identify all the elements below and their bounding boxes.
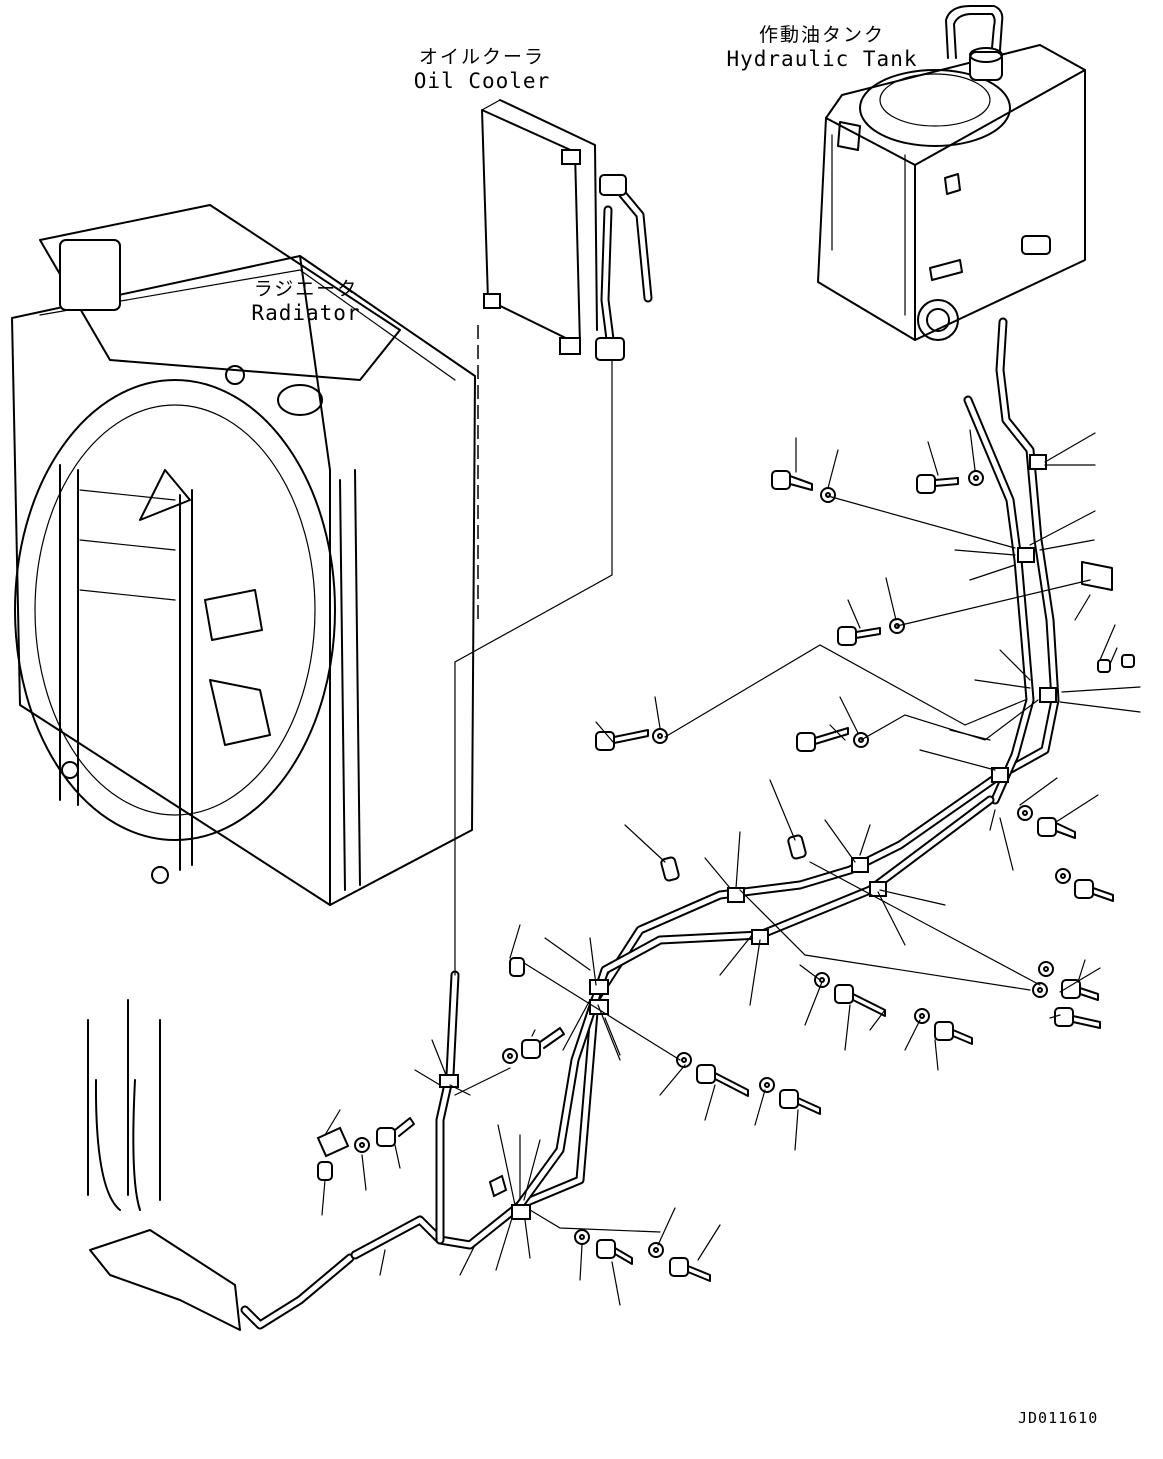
hose-routing [350,359,1113,1260]
radiator [11,204,476,1331]
leader-lines [321,429,1141,1306]
hydraulic-tank-label: 作動油タンク Hydraulic Tank [712,20,932,71]
oil-cooler-label-en: Oil Cooler [413,69,551,93]
oil-cooler [477,99,653,620]
radiator-label-jp: ラジエータ [253,278,359,300]
radiator-label: ラジエータ Radiator [236,274,376,325]
oil-cooler-label-jp: オイルクーラ [418,46,545,68]
drawing-id: JD011610 [1018,1409,1099,1427]
hydraulic-tank-label-en: Hydraulic Tank [726,47,918,71]
oil-cooler-label: オイルクーラ Oil Cooler [392,42,572,93]
hydraulic-tank-label-jp: 作動油タンク [758,24,885,46]
hydraulic-tank [817,5,1086,805]
fasteners [316,470,1135,1282]
radiator-label-en: Radiator [251,301,361,325]
